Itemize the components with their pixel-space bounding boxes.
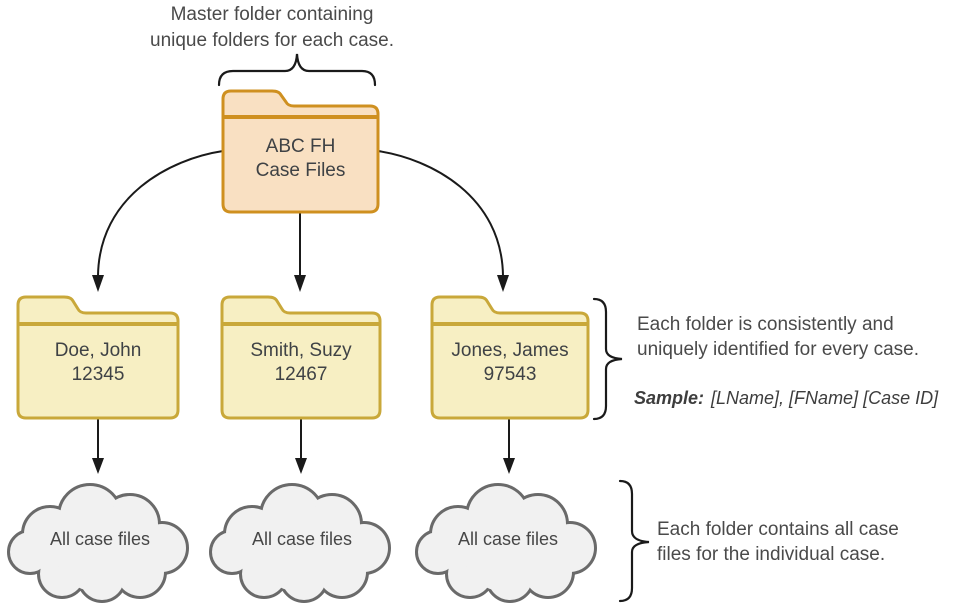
case-id: 12467 <box>274 364 328 385</box>
case-name: Jones, James <box>451 340 569 361</box>
master-folder-icon <box>221 89 380 214</box>
arrow-folder-1-to-cloud-1 <box>92 419 104 474</box>
top-annotation: Master folder containing unique folders … <box>92 2 452 54</box>
case-id: 12345 <box>71 364 125 385</box>
sample-note-value: [LName], [FName] [Case ID] <box>711 388 939 408</box>
brace-master-folder <box>217 53 377 87</box>
case-name: Doe, John <box>54 340 142 361</box>
arrowhead <box>295 458 307 474</box>
arrowhead <box>503 458 515 474</box>
contents-note: Each folder contains all case files for … <box>657 517 899 567</box>
case-folder-icon-2 <box>220 295 382 420</box>
cloud-label-3: All case files <box>457 529 559 549</box>
case-folder-label-1: Doe, John 12345 <box>18 339 178 387</box>
arrowhead <box>92 458 104 474</box>
cloud-label-1: All case files <box>49 529 151 549</box>
arrow-master-to-folder-1 <box>92 150 224 292</box>
case-id: 97543 <box>483 364 537 385</box>
arrow-folder-2-to-cloud-2 <box>295 419 307 474</box>
case-name: Smith, Suzy <box>250 340 352 361</box>
arrowhead <box>92 275 104 292</box>
case-folder-label-2: Smith, Suzy 12467 <box>222 339 380 387</box>
case-folder-icon-3 <box>430 295 590 420</box>
contents-note-line2: files for the individual case. <box>657 544 886 565</box>
cloud-label-2: All case files <box>251 529 353 549</box>
arrow-master-to-folder-2 <box>294 213 306 292</box>
identity-note-line2: uniquely identified for every case. <box>637 339 919 360</box>
case-folder-icon-1 <box>16 295 180 420</box>
identity-note: Each folder is consistently and uniquely… <box>637 312 919 362</box>
top-annotation-line2: unique folders for each case. <box>150 30 394 51</box>
arrow-folder-3-to-cloud-3 <box>503 419 515 474</box>
arrow-master-to-folder-3 <box>377 150 509 292</box>
arrowhead <box>294 275 306 292</box>
contents-note-line1: Each folder contains all case <box>657 519 899 540</box>
master-folder-name-line2: Case Files <box>255 160 346 181</box>
sample-note: Sample: [LName], [FName] [Case ID] <box>634 386 938 411</box>
brace-case-folders <box>592 297 623 421</box>
arrowhead <box>497 275 509 292</box>
top-annotation-line1: Master folder containing <box>170 4 374 25</box>
brace-clouds <box>618 479 650 603</box>
case-folder-label-3: Jones, James 97543 <box>432 339 588 387</box>
identity-note-line1: Each folder is consistently and <box>637 314 894 335</box>
master-folder-name-line1: ABC FH <box>265 136 336 157</box>
sample-note-label: Sample: <box>634 388 705 408</box>
master-folder-label: ABC FH Case Files <box>223 135 378 183</box>
